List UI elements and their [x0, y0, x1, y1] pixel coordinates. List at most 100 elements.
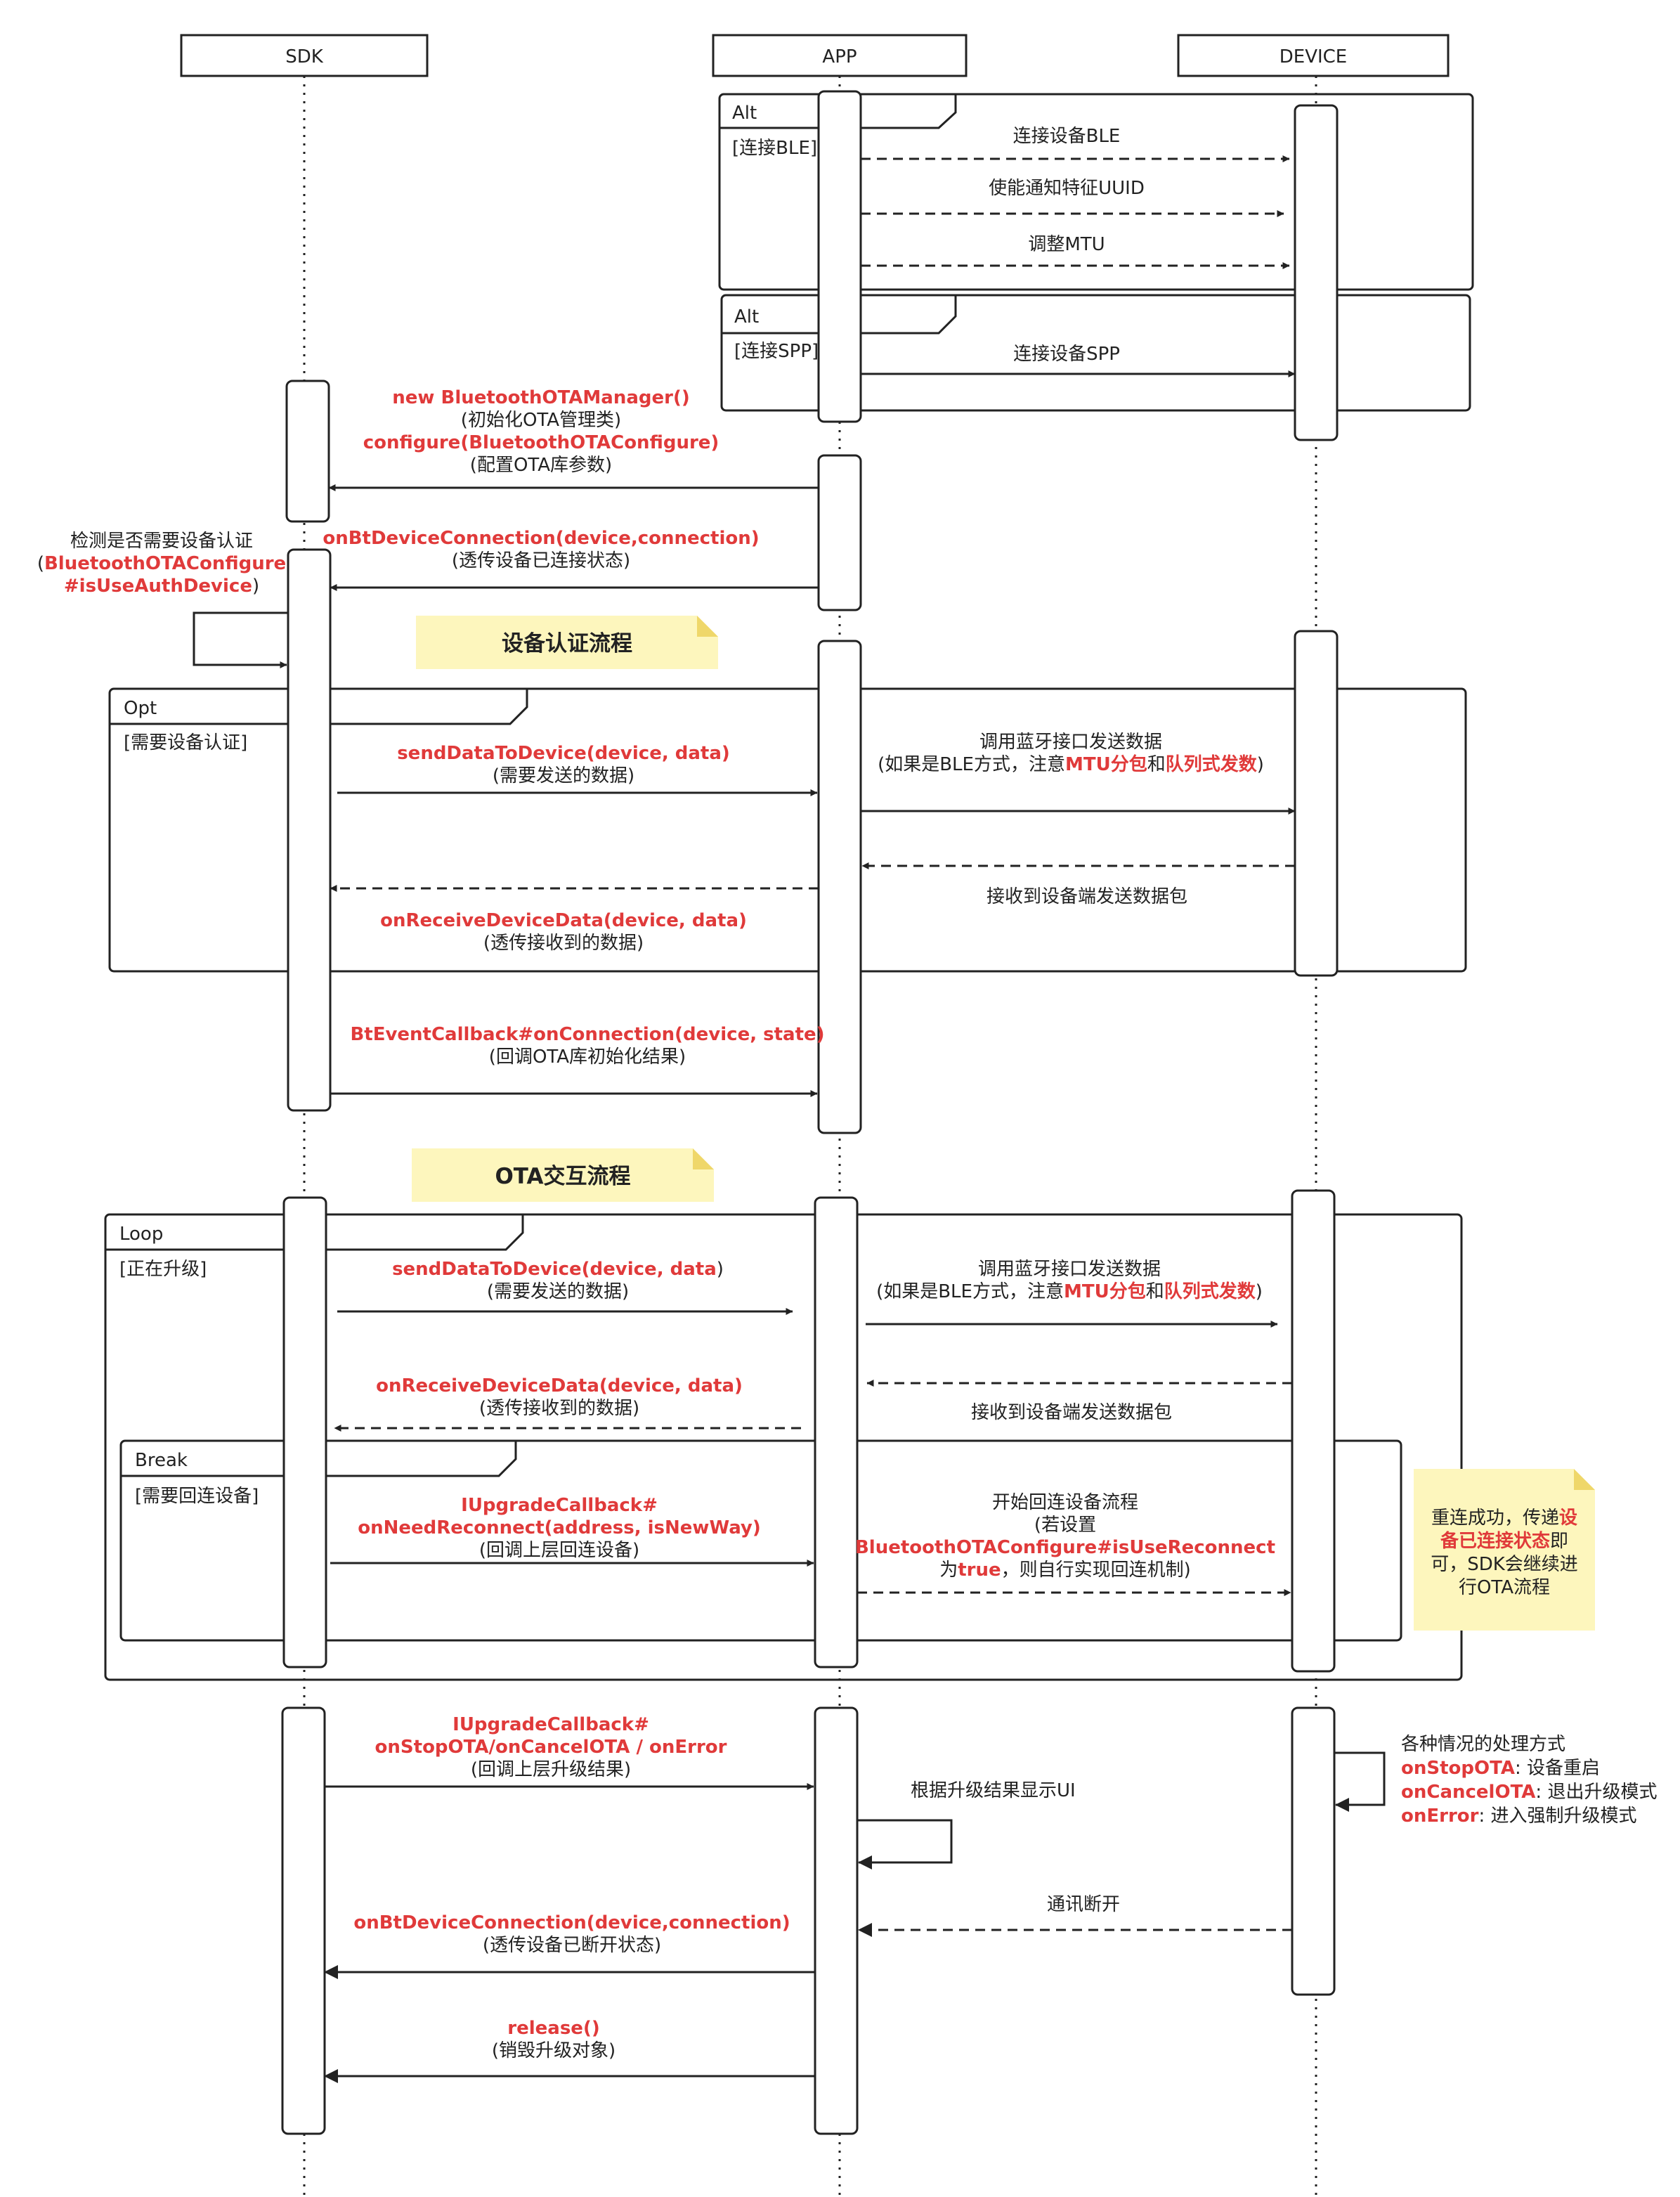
fragment-alt-spp-kind: Alt	[734, 306, 759, 328]
message-label-m18-line-2: BluetoothOTAConfigure#isUseReconnect	[855, 1537, 1275, 1558]
message-label-segment: onReceiveDeviceData(device, data)	[380, 910, 747, 931]
message-label-m9-line-0: 调用蓝牙接口发送数据	[979, 732, 1162, 753]
message-label-segment: (回调OTA库初始化结果)	[489, 1046, 686, 1068]
message-label-m2-line-0: 使能通知特征UUID	[989, 178, 1145, 199]
activation-sdk-2	[287, 548, 332, 1112]
message-label-m23-line-0: 通讯断开	[1047, 1894, 1120, 1915]
message-label-segment: (回调上层回连设备)	[479, 1540, 639, 1561]
message-label-m20-line-0: IUpgradeCallback#	[452, 1714, 649, 1735]
message-label-m20-line-1: onStopOTA/onCancelOTA / onError	[375, 1737, 727, 1758]
message-label-m18-line-0: 开始回连设备流程	[992, 1492, 1138, 1513]
arrow-device-handling-self	[1334, 1751, 1386, 1812]
message-label-segment: (	[37, 553, 44, 574]
message-label-m8-line-1: (需要发送的数据)	[493, 765, 634, 786]
message-label-segment: sendDataToDevice(device, data)	[397, 743, 730, 764]
message-label-m17-line-2: (回调上层回连设备)	[479, 1540, 639, 1561]
message-label-m17-line-0: IUpgradeCallback#	[461, 1495, 658, 1516]
activation-app-2	[817, 454, 862, 611]
message-label-segment: 接收到设备端发送数据包	[971, 1402, 1172, 1423]
message-label-segment: BluetoothOTAConfigure#isUseReconnect	[855, 1537, 1275, 1558]
message-label-segment: BluetoothOTAConfigure	[44, 553, 286, 574]
message-label-segment: onError	[1401, 1806, 1479, 1827]
message-label-segment: 使能通知特征UUID	[989, 178, 1145, 199]
message-label-segment: 连接设备SPP	[1013, 344, 1120, 365]
message-label-segment: 设	[1559, 1508, 1577, 1529]
message-label-segment: MTU分包	[1064, 1281, 1146, 1302]
message-label-segment: 连接设备BLE	[1013, 126, 1121, 147]
message-label-m7-line-1: (BluetoothOTAConfigure	[37, 553, 286, 574]
message-label-segment: 调用蓝牙接口发送数据	[979, 732, 1162, 753]
fragment-break: Break [需要回连设备]	[119, 1439, 1402, 1642]
message-label-segment: (回调上层升级结果)	[471, 1759, 631, 1780]
message-label-segment: onBtDeviceConnection(device,connection)	[323, 528, 759, 549]
message-label-segment: (如果是BLE方式，注意	[878, 754, 1065, 775]
message-label-m1-line-0: 连接设备BLE	[1013, 126, 1121, 147]
arrow-show-ui-self	[857, 1819, 953, 1869]
message-label-segment: (透传设备已连接状态)	[452, 550, 630, 571]
arrow-check-auth-self	[193, 611, 288, 668]
fragment-opt-guard: [需要设备认证]	[124, 732, 247, 753]
participant-device-label: DEVICE	[1279, 46, 1347, 67]
message-label-segment: onStopOTA	[1401, 1758, 1515, 1779]
message-label-m24-line-0: onBtDeviceConnection(device,connection)	[353, 1912, 790, 1933]
message-label-m19-line-0: 重连成功，传递设	[1431, 1508, 1577, 1529]
message-label-m11-line-0: onReceiveDeviceData(device, data)	[380, 910, 747, 931]
message-labels: 连接设备BLE 使能通知特征UUID 调整MTU 连接设备SPP new Bluetoo…	[37, 126, 1658, 2061]
activation-device-1	[1294, 104, 1339, 441]
message-label-segment: release()	[507, 2018, 599, 2039]
note-auth-flow-text: 设备认证流程	[502, 631, 632, 656]
message-label-m12-line-1: (回调OTA库初始化结果)	[489, 1046, 686, 1068]
message-label-segment: 调用蓝牙接口发送数据	[978, 1259, 1161, 1280]
fragment-alt-ble: Alt [连接BLE]	[718, 93, 1474, 291]
message-label-segment: onBtDeviceConnection(device,connection)	[353, 1912, 790, 1933]
message-label-segment: )	[1257, 754, 1264, 775]
message-label-m22-line-3: onError: 进入强制升级模式	[1401, 1806, 1637, 1827]
message-label-m19-line-1: 备已连接状态即	[1440, 1530, 1568, 1552]
message-label-m4-line-0: 连接设备SPP	[1013, 344, 1120, 365]
activation-device-2	[1294, 630, 1339, 977]
message-label-m22-line-1: onStopOTA: 设备重启	[1401, 1758, 1600, 1779]
message-label-segment: (如果是BLE方式，注意	[876, 1281, 1064, 1302]
message-label-segment: 和	[1147, 754, 1166, 775]
message-label-m5-line-0: new BluetoothOTAManager()	[392, 387, 689, 408]
message-label-segment: : 进入强制升级模式	[1478, 1806, 1636, 1827]
message-label-m3-line-0: 调整MTU	[1028, 234, 1105, 255]
message-label-segment: (透传接收到的数据)	[483, 933, 644, 954]
message-label-m11-line-1: (透传接收到的数据)	[483, 933, 644, 954]
message-label-segment: 调整MTU	[1028, 234, 1105, 255]
message-label-segment: 队列式发数	[1166, 753, 1258, 775]
message-label-segment: (初始化OTA管理类)	[461, 410, 621, 431]
participant-app-label: APP	[822, 46, 857, 67]
message-arrows	[193, 155, 1386, 2083]
activation-sdk-1	[285, 380, 330, 523]
message-label-segment: 接收到设备端发送数据包	[986, 886, 1187, 907]
message-label-segment: sendDataToDevice(device, data	[392, 1259, 717, 1280]
message-label-m6-line-0: onBtDeviceConnection(device,connection)	[323, 528, 759, 549]
activation-app-1	[817, 90, 862, 423]
message-label-segment: 重连成功，传递	[1431, 1508, 1559, 1529]
message-label-segment: new BluetoothOTAManager()	[392, 387, 689, 408]
message-label-segment: 可，SDK会继续进	[1431, 1554, 1578, 1575]
message-label-segment: (需要发送的数据)	[487, 1281, 629, 1302]
activation-sdk-4	[281, 1706, 326, 2135]
message-label-segment: : 设备重启	[1515, 1758, 1600, 1779]
fragment-break-kind: Break	[135, 1450, 188, 1471]
activation-app-5	[814, 1706, 859, 2135]
fragment-loop-kind: Loop	[119, 1224, 163, 1245]
message-label-m19-line-2: 可，SDK会继续进	[1431, 1554, 1578, 1575]
message-label-m25-line-1: (销毁升级对象)	[492, 2040, 616, 2061]
message-label-m15-line-1: (透传接收到的数据)	[479, 1398, 639, 1419]
participant-sdk-label: SDK	[285, 46, 324, 67]
message-label-segment: configure(BluetoothOTAConfigure)	[363, 432, 719, 453]
message-label-segment: onNeedReconnect(address, isNewWay)	[358, 1517, 761, 1538]
message-label-m18-line-1: (若设置	[1034, 1515, 1096, 1536]
fragment-alt-ble-kind: Alt	[732, 103, 757, 124]
message-label-segment: (需要发送的数据)	[493, 765, 634, 786]
fragment-break-guard: [需要回连设备]	[135, 1486, 259, 1507]
message-label-m5-line-1: (初始化OTA管理类)	[461, 410, 621, 431]
message-label-m8-line-0: sendDataToDevice(device, data)	[397, 743, 730, 764]
message-label-segment: IUpgradeCallback#	[452, 1714, 649, 1735]
message-label-segment: BtEventCallback#onConnection(device, sta…	[350, 1024, 824, 1045]
message-label-segment: 各种情况的处理方式	[1401, 1734, 1565, 1755]
